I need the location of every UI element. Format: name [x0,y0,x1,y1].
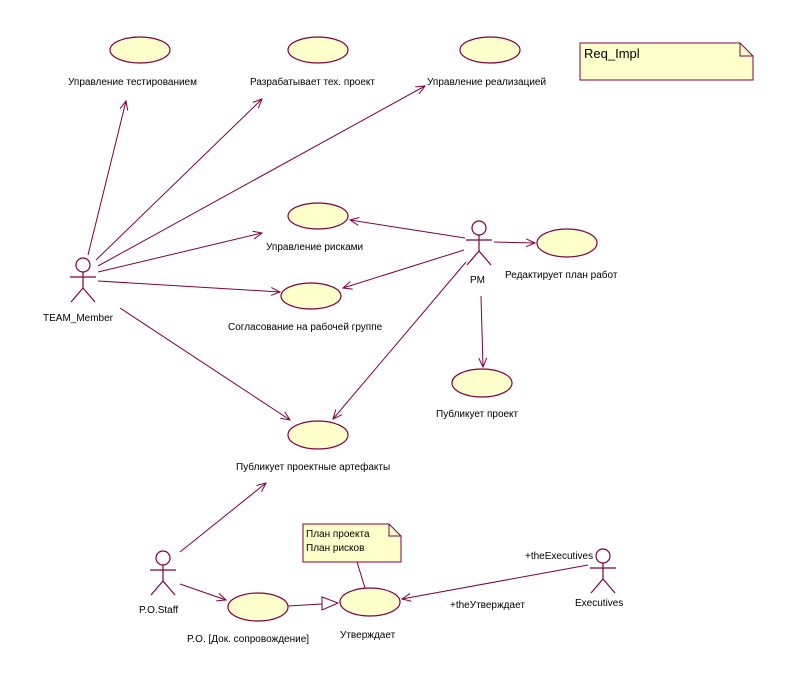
use-case-publish-artifacts[interactable] [287,420,349,450]
assoc-team-risks [97,233,262,273]
use-case-agreement[interactable] [280,282,342,310]
label-actor-po-staff: P.O.Staff [139,605,179,616]
assoc-po-publish-artifacts [179,483,266,553]
assoc-team-publish-artifacts [119,307,290,420]
label-approves: Утверждает [340,630,396,641]
label-risks: Управление рисками [266,242,364,253]
assoc-executives-approves [402,564,589,599]
use-case-work-plan[interactable] [536,228,598,258]
assoc-team-agreement [97,280,280,292]
assoc-po-doc-support [179,583,226,600]
label-actor-executives: Executives [575,598,624,609]
assoc-team-testing [87,101,126,256]
label-actor-team-member: TEAM_Member [43,313,114,324]
actor-team-member[interactable] [70,257,96,303]
assoc-team-tech-project [95,99,262,261]
assoc-pm-publish-artifacts [333,261,467,419]
note-line-1: План проекта [306,529,370,540]
package-note-req-impl[interactable] [579,42,754,81]
use-case-tech-project[interactable] [287,36,349,64]
label-publish-artifacts: Публикует проектные артефакты [236,462,391,473]
package-note-label: Req_Impl [584,46,640,61]
assoc-pm-publish-project [481,295,483,367]
label-implementation: Управление реализацией [427,77,547,88]
label-testing: Управление тестированием [68,77,197,88]
use-case-testing[interactable] [109,36,171,64]
label-doc-support: P.O. [Док. сопровождение] [187,634,310,645]
use-case-publish-project[interactable] [451,368,513,398]
label-agreement: Согласование на рабочей группе [228,322,383,333]
actor-pm[interactable] [466,220,492,266]
generalization-doc-to-approves [287,596,340,611]
assoc-pm-work-plan [493,242,535,243]
label-tech-project: Разрабатывает тех. проект [250,77,375,88]
note-anchor-line [356,561,366,589]
assoc-pm-risks [350,220,466,239]
note-line-2: План рисков [306,543,365,554]
role-the-executives: +theExecutives [525,551,594,562]
use-case-approves[interactable] [339,587,401,617]
use-case-implementation[interactable] [459,36,521,64]
label-actor-pm: PM [470,275,485,286]
label-work-plan: Редактирует план работ [505,270,618,281]
label-publish-project: Публикует проект [436,409,519,420]
assoc-pm-agreement [343,249,465,288]
actor-po-staff[interactable] [150,550,176,596]
assoc-team-implementation [97,86,425,267]
role-the-approves: +theУтверждает [450,600,525,611]
note-plans[interactable] [302,523,402,563]
use-case-risks[interactable] [287,202,349,230]
use-case-doc-support[interactable] [227,592,289,622]
actor-executives[interactable] [590,548,616,594]
